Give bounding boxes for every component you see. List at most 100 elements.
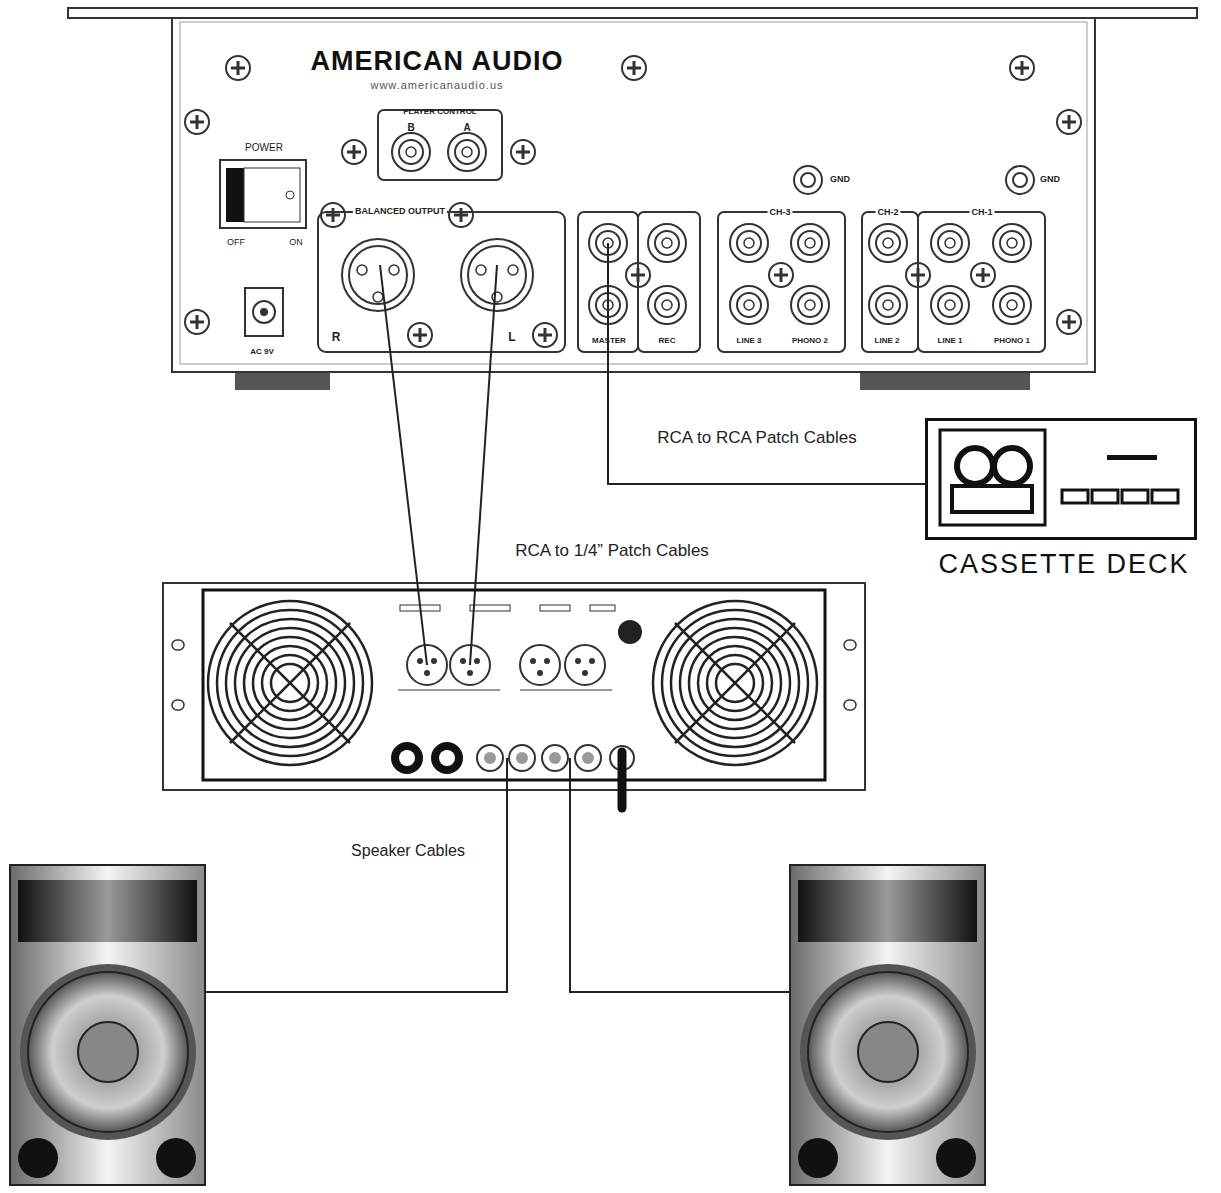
drawn-circle	[769, 263, 793, 287]
drawn-g	[407, 645, 605, 685]
drawn-path	[347, 145, 361, 159]
drawn-circle	[798, 293, 822, 317]
patch-cable	[608, 372, 925, 484]
drawn-rect	[172, 18, 1095, 372]
drawn-circle	[185, 310, 209, 334]
drawn-circle	[530, 658, 536, 664]
drawn-circle	[589, 658, 595, 664]
drawn-circle	[467, 670, 473, 676]
drawn-rect	[860, 372, 1030, 390]
screw-heads	[185, 56, 1081, 347]
drawn-circle	[1013, 173, 1027, 187]
drawn-circle	[253, 301, 275, 323]
drawn-circle	[516, 752, 528, 764]
drawn-circle	[808, 972, 968, 1132]
drawn-g	[484, 752, 594, 764]
drawn-circle	[876, 293, 900, 317]
drawn-circle	[537, 670, 543, 676]
drawn-path	[1062, 115, 1076, 129]
drawn-circle	[653, 601, 817, 765]
drawn-circle	[744, 238, 754, 248]
drawn-rect	[235, 372, 330, 390]
drawn-circle	[449, 203, 473, 227]
drawn-circle	[208, 601, 372, 765]
speaker-left	[10, 865, 205, 1185]
drawn-circle	[431, 658, 437, 664]
drawn-circle	[1057, 310, 1081, 334]
panel-label: CH-1	[969, 208, 994, 218]
drawn-path	[470, 265, 497, 665]
drawn-circle	[800, 964, 976, 1140]
drawn-circle	[373, 292, 383, 302]
drawn-circle	[945, 238, 955, 248]
panel-label: PHONO 2	[792, 337, 828, 346]
drawn-rect	[952, 486, 1032, 512]
edge-label: RCA to RCA Patch Cables	[655, 429, 858, 448]
drawn-circle	[392, 133, 430, 171]
drawn-circle	[582, 752, 594, 764]
panel-label: ON	[289, 238, 303, 248]
rca-jacks	[392, 133, 1034, 324]
drawn-rect	[203, 590, 825, 780]
drawn-rect	[10, 865, 205, 1185]
drawn-rect	[844, 700, 856, 710]
node-title: CASSETTE DECK	[938, 550, 1189, 580]
drawn-circle	[484, 752, 496, 764]
speaker-right	[790, 865, 985, 1185]
drawn-circle	[439, 750, 455, 766]
drawn-circle	[533, 323, 557, 347]
drawn-g	[417, 658, 595, 676]
node-title: AMERICAN AUDIO	[311, 47, 564, 77]
drawn-circle	[1057, 110, 1081, 134]
drawn-circle	[511, 140, 535, 164]
drawn-path	[976, 268, 990, 282]
drawn-path	[230, 623, 350, 743]
panel-label: POWER	[245, 142, 283, 153]
drawn-rect	[378, 110, 502, 180]
drawn-circle	[791, 224, 829, 262]
drawn-rect	[226, 168, 244, 222]
drawn-rect	[940, 430, 1045, 525]
panel-label: L	[508, 331, 515, 344]
drawn-circle	[408, 323, 432, 347]
drawn-circle	[476, 265, 486, 275]
drawn-path	[516, 145, 530, 159]
drawn-circle	[883, 238, 893, 248]
drawn-circle	[18, 1138, 58, 1178]
drawn-circle	[399, 140, 423, 164]
drawn-rect	[638, 212, 700, 352]
drawn-path	[165, 758, 507, 992]
drawn-rect	[844, 640, 856, 650]
drawn-circle	[462, 147, 472, 157]
drawn-circle	[508, 265, 518, 275]
drawn-circle	[993, 286, 1031, 324]
drawn-circle	[744, 300, 754, 310]
drawn-circle	[460, 658, 466, 664]
drawn-path	[627, 61, 641, 75]
drawn-rect	[590, 605, 615, 611]
panel-label: AC 9V	[250, 348, 274, 357]
drawn-path	[538, 328, 552, 342]
drawn-circle	[391, 742, 423, 774]
drawn-circle	[994, 448, 1030, 484]
panel-label: GND	[830, 175, 850, 185]
drawn-path	[326, 208, 340, 222]
drawn-circle	[805, 300, 815, 310]
drawn-circle	[655, 231, 679, 255]
drawn-circle	[805, 238, 815, 248]
drawn-circle	[1010, 56, 1034, 80]
panel-label: REC	[659, 337, 676, 346]
drawn-circle	[349, 246, 407, 304]
drawn-rect	[1062, 490, 1088, 503]
drawn-circle	[1007, 238, 1017, 248]
drawn-circle	[931, 286, 969, 324]
drawn-circle	[260, 308, 268, 316]
drawn-circle	[1000, 293, 1024, 317]
drawn-path	[190, 115, 204, 129]
drawn-circle	[448, 133, 486, 171]
drawn-circle	[565, 645, 605, 685]
drawn-g	[477, 745, 601, 771]
panel-label: CH-2	[875, 208, 900, 218]
